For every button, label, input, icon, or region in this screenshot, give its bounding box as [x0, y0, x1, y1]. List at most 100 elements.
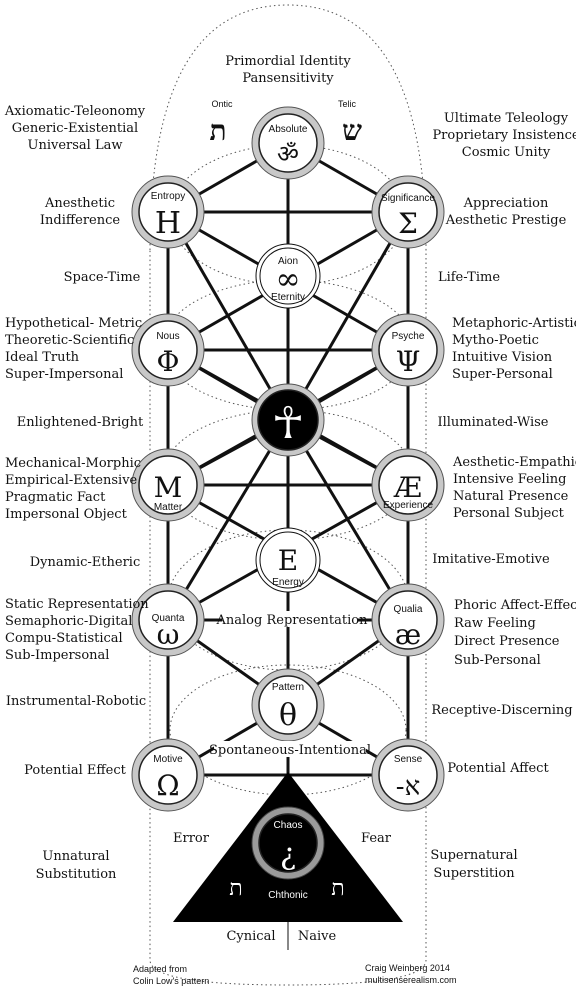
- absolute-name: Absolute: [269, 124, 308, 135]
- node-entropy: Entropy Η: [131, 175, 205, 249]
- omega-icon: Ω: [156, 769, 179, 802]
- node-center: ☥: [251, 383, 325, 457]
- left-static-3: Compu-Statistical: [5, 631, 123, 646]
- matter-name: Matter: [154, 502, 183, 513]
- center-spontaneous: Spontaneous-Intentional: [209, 743, 371, 758]
- left-instrumental: Instrumental-Robotic: [6, 694, 146, 709]
- center-fear: Fear: [361, 831, 392, 846]
- left-hypothetical-4: Super-Impersonal: [5, 367, 123, 382]
- left-labels-lower: Enlightened-Bright Dynamic-Etheric Instr…: [6, 415, 146, 882]
- left-enlightened: Enlightened-Bright: [17, 415, 144, 430]
- left-axiomatic-3: Universal Law: [28, 138, 123, 153]
- node-absolute: Absolute ॐ: [251, 106, 325, 180]
- right-metaphoric-3: Intuitive Vision: [452, 350, 553, 365]
- ae-icon: Æ: [393, 471, 422, 504]
- left-unnatural-1: Unnatural: [42, 849, 109, 864]
- left-anesthetic-2: Indifference: [40, 213, 120, 228]
- energy-name: Energy: [272, 577, 304, 588]
- node-quanta: Quanta ω: [131, 583, 205, 657]
- infinity-icon: ∞: [276, 262, 301, 297]
- left-potential-effect: Potential Effect: [24, 763, 126, 778]
- right-metaphoric-4: Super-Personal: [452, 367, 553, 382]
- eta-icon: Η: [155, 206, 181, 241]
- left-dynamic: Dynamic-Etheric: [30, 555, 140, 570]
- right-ultimate-3: Cosmic Unity: [462, 145, 551, 160]
- left-hypothetical-2: Theoretic-Scientific: [5, 333, 134, 348]
- left-mechanical-1: Mechanical-Morphic: [5, 456, 141, 471]
- chthonic-right-glyph-icon: ת: [331, 876, 344, 901]
- shin-icon: ש: [342, 114, 362, 147]
- right-phoric-4: Sub-Personal: [454, 653, 541, 668]
- left-labels: Axiomatic-Teleonomy Generic-Existential …: [4, 104, 146, 285]
- aleph-icon: -א: [396, 772, 420, 802]
- right-aesthetic-4: Personal Subject: [453, 506, 565, 521]
- right-phoric-3: Direct Presence: [454, 634, 560, 649]
- significance-name: Significance: [381, 193, 435, 204]
- mu-icon: Μ: [154, 471, 183, 504]
- right-metaphoric-1: Metaphoric-Artistic: [452, 316, 576, 331]
- credits: Adapted from Colin Low's pattern Craig W…: [133, 963, 457, 986]
- node-motive: Motive Ω: [131, 738, 205, 812]
- chaos-name: Chaos: [274, 820, 303, 831]
- right-labels: Ultimate Teleology Proprietary Insistenc…: [430, 111, 576, 881]
- inverted-question-icon: ¿: [280, 837, 296, 872]
- left-unnatural-2: Substitution: [36, 867, 117, 882]
- right-labels-block: Metaphoric-Artistic Mytho-Poetic Intuiti…: [452, 316, 576, 668]
- right-receptive: Receptive-Discerning: [431, 703, 572, 718]
- right-appreciation-1: Appreciation: [463, 196, 549, 211]
- energy-e-icon: E: [278, 544, 298, 577]
- node-qualia: Qualia æ: [371, 583, 445, 657]
- ankh-icon: ☥: [272, 398, 305, 449]
- quanta-name: Quanta: [152, 613, 185, 624]
- experience-name: Experience: [383, 500, 433, 511]
- aion-sub: Eternity: [271, 292, 305, 303]
- left-static-1: Static Representation: [5, 597, 149, 612]
- right-appreciation-2: Aesthetic Prestige: [445, 213, 567, 228]
- right-aesthetic-2: Intensive Feeling: [453, 472, 567, 487]
- right-supernatural-2: Superstition: [433, 866, 515, 881]
- node-significance: Significance Σ: [371, 175, 445, 249]
- right-imitative: Imitative-Emotive: [432, 552, 550, 567]
- right-aesthetic-3: Natural Presence: [453, 489, 569, 504]
- right-aesthetic-1: Aesthetic-Empathic: [452, 455, 576, 470]
- motive-name: Motive: [153, 754, 183, 765]
- right-life-time: Life-Time: [438, 270, 500, 285]
- node-nous: Nous Φ: [131, 313, 205, 387]
- left-axiomatic-2: Generic-Existential: [12, 121, 138, 136]
- telic-label: Telic: [338, 99, 357, 109]
- tav-icon: ת: [209, 114, 226, 147]
- right-ultimate-1: Ultimate Teleology: [444, 111, 569, 126]
- center-cynical: Cynical: [226, 929, 275, 944]
- right-metaphoric-2: Mytho-Poetic: [452, 333, 539, 348]
- left-space-time: Space-Time: [64, 270, 141, 285]
- left-mechanical-3: Pragmatic Fact: [5, 490, 106, 505]
- left-labels-block: Hypothetical- Metric Theoretic-Scientifi…: [5, 316, 149, 663]
- chthonic-label: Chthonic: [268, 890, 307, 901]
- aion-name: Aion: [278, 256, 298, 267]
- node-matter: Μ Matter: [131, 448, 205, 522]
- left-axiomatic-1: Axiomatic-Teleonomy: [4, 104, 146, 119]
- pattern-name: Pattern: [272, 682, 304, 693]
- right-illuminated: Illuminated-Wise: [437, 415, 548, 430]
- left-mechanical-2: Empirical-Extensive: [5, 473, 138, 488]
- omega-small-icon: ω: [157, 618, 180, 651]
- credit-left-1: Adapted from: [133, 964, 187, 974]
- om-icon: ॐ: [277, 140, 299, 168]
- right-ultimate-2: Proprietary Insistence: [432, 128, 576, 143]
- nous-name: Nous: [156, 331, 179, 342]
- node-energy: E Energy: [255, 527, 321, 593]
- right-potential-affect: Potential Affect: [447, 761, 549, 776]
- psyche-name: Psyche: [392, 331, 425, 342]
- qualia-name: Qualia: [394, 604, 423, 615]
- right-phoric-1: Phoric Affect-Effect: [454, 598, 576, 613]
- left-anesthetic-1: Anesthetic: [44, 196, 115, 211]
- right-supernatural-1: Supernatural: [430, 848, 517, 863]
- theta-icon: θ: [279, 698, 297, 733]
- center-labels: Analog Representation Spontaneous-Intent…: [173, 611, 392, 944]
- sense-name: Sense: [394, 754, 423, 765]
- credit-left-2: Colin Low's pattern: [133, 976, 209, 986]
- sigma-icon: Σ: [398, 207, 418, 240]
- phi-icon: Φ: [157, 345, 180, 378]
- node-sense: Sense -א: [371, 738, 445, 812]
